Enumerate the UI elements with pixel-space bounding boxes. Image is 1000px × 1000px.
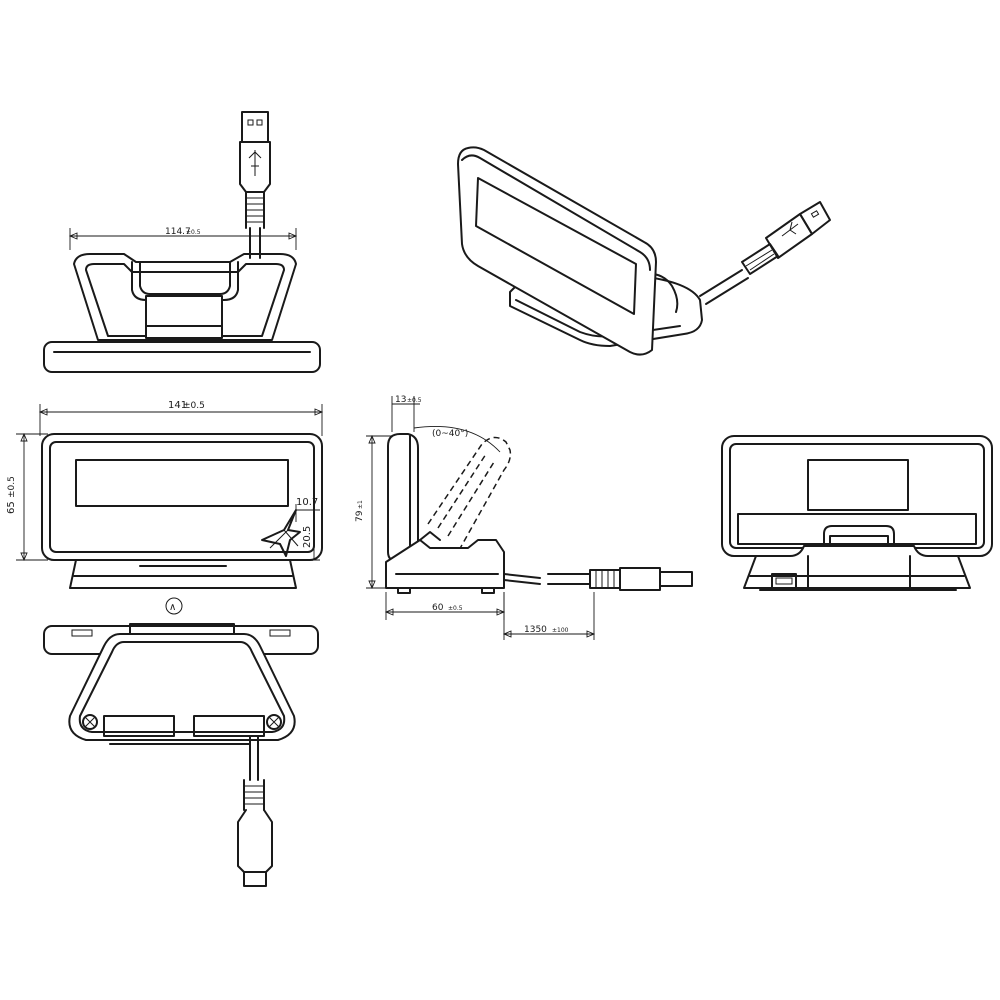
- dim-star-x-value: 10.7: [296, 497, 318, 508]
- isometric-view: [457, 146, 831, 356]
- dim-side-depth-tol: ±0.5: [407, 397, 422, 404]
- dim-front-height: 65 ±0.5: [6, 432, 48, 562]
- dim-base-depth-value: 60: [432, 603, 444, 613]
- dim-top-width-value: 114.7: [165, 227, 191, 237]
- dim-star-y-value: 20.5: [302, 526, 313, 548]
- dim-top-width: 114.7 ±0.5: [68, 227, 298, 250]
- dim-front-width-value: 141: [168, 400, 187, 411]
- bottom-view: [43, 623, 319, 887]
- dim-side-depth: 13 ±0.5: [391, 395, 422, 432]
- screw-right-icon: [266, 714, 282, 730]
- dim-side-depth-value: 13: [395, 395, 406, 405]
- dim-side-height-tol: ±1: [357, 500, 364, 509]
- dim-front-width-tol: ±0.5: [183, 401, 205, 411]
- bottom-usb-plug-icon: [237, 735, 273, 887]
- side-view: 13 ±0.5 79 ±1 (0~40°): [355, 395, 693, 640]
- star-logo-icon: [261, 509, 301, 557]
- dim-front-height-value: 65: [6, 501, 17, 514]
- direction-mark-symbol: ∧: [169, 602, 176, 613]
- top-view: 114.7 ±0.5: [43, 111, 321, 373]
- dim-side-height: 79 ±1: [355, 434, 394, 590]
- dim-star-y: 20.5: [302, 509, 320, 561]
- dim-cable-length-tol: ±100: [552, 627, 569, 634]
- dim-front-width: 141 ±0.5: [38, 400, 324, 436]
- rear-view: [721, 435, 993, 591]
- dim-base-depth: 60 ±0.5: [384, 592, 506, 620]
- dim-side-height-value: 79: [355, 510, 365, 522]
- direction-mark-icon: [165, 597, 183, 615]
- dim-front-height-tol: ±0.5: [7, 476, 17, 498]
- dim-cable-length-value: 1350: [524, 625, 547, 635]
- dim-top-width-tol: ±0.5: [186, 229, 201, 236]
- iso-usb-plug-icon: [741, 201, 831, 275]
- dim-tilt-angle: (0~40°): [432, 429, 468, 439]
- dim-base-depth-tol: ±0.5: [448, 605, 463, 612]
- rear-usb-port-icon: [771, 573, 797, 589]
- screw-left-icon: [82, 714, 98, 730]
- side-usb-plug-icon: [589, 567, 693, 591]
- front-view: 141 ±0.5 65 ±0.5 10.7 20.5 ∧: [6, 400, 324, 615]
- dim-cable-length: 1350 ±100: [502, 592, 596, 640]
